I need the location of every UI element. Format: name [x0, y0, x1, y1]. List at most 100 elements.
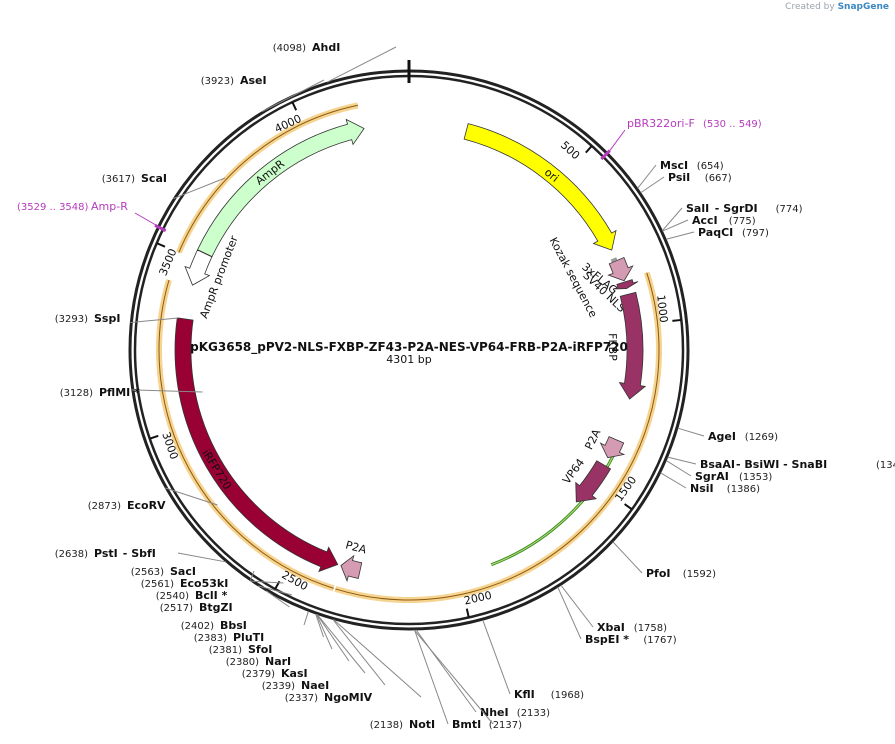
feature-kozak — [610, 257, 618, 263]
enzyme-name-17: NaeI — [301, 679, 329, 692]
enzymes-group: MscI(654)PsiI(667) SalI - SgrDI(774)AccI (… — [55, 41, 895, 731]
enzyme-pos-32: (3923) — [201, 76, 234, 87]
snapgene-logo: SnapGene — [837, 2, 889, 12]
enzyme-name-26: SacI — [170, 565, 196, 578]
enzyme-pos-15: (2138) — [370, 720, 403, 731]
enzyme-paqci: PaqCI (797) — [666, 226, 769, 240]
primer-range-ampr_primer: (3529 .. 3548) — [17, 202, 89, 213]
enzyme-leader-11 — [557, 586, 582, 640]
primer-range-pbr322ori: (530 .. 549) — [703, 119, 762, 130]
primers-group: pBR322ori-F(530 .. 549)(3529 .. 3548)Amp… — [17, 117, 762, 232]
enzyme-name-11: BspEI * — [585, 633, 629, 646]
enzyme-name-2: SalI — [686, 202, 709, 215]
tick-label-1000: 1000 — [654, 294, 670, 323]
enzyme-pos-3: (775) — [729, 216, 756, 227]
enzyme-sali: SalI - SgrDI(774) — [661, 202, 803, 232]
enzyme-name-21: PluTI — [233, 631, 264, 644]
enzyme-psii: PsiI(667) — [640, 171, 732, 194]
enzyme-sgrai: SgrAI(1353) — [665, 460, 772, 483]
enzyme-leader-3 — [662, 219, 689, 232]
enzyme-leader-8 — [660, 472, 687, 489]
enzyme-pos-10: (1758) — [634, 623, 667, 634]
enzyme-leader-30 — [130, 317, 179, 324]
enzyme-pos-18: (2379) — [242, 669, 275, 680]
enzyme-pos-23: (2517) — [160, 603, 193, 614]
feature-sv40nls — [612, 279, 639, 290]
feature-ori — [463, 123, 617, 251]
tick-1000 — [672, 318, 682, 322]
enzyme-nhei: NheI (2133) — [415, 629, 550, 719]
enzyme-pos-24: (2540) — [156, 591, 189, 602]
enzyme-pfoi: PfoI(1592) — [612, 541, 716, 580]
primer-leader-ampr_primer — [134, 212, 166, 232]
enzyme-nsii: NsiI(1386) — [660, 472, 760, 495]
enzyme-pos-4: (797) — [742, 228, 769, 239]
enzyme-pos-9: (1592) — [683, 569, 716, 580]
enzyme-name-14: BmtI — [452, 718, 481, 731]
enzyme-pos-13: (2133) — [517, 708, 550, 719]
enzyme-noti: (2138)NotI — [370, 629, 494, 731]
enzyme-pos-17: (2339) — [262, 681, 295, 692]
enzyme-pos-27: (2638) — [55, 549, 88, 560]
enzyme-name2-6: - BsiWI - SnaBI — [736, 458, 827, 471]
enzyme-pos-16: (2337) — [285, 693, 318, 704]
enzyme-naei: (2339) NaeI — [262, 619, 386, 692]
enzyme-name-13: NheI — [480, 706, 509, 719]
orf-arc-line-2 — [178, 104, 358, 253]
enzyme-leader-24 — [258, 585, 293, 596]
enzyme-acci: AccI (775) — [662, 214, 756, 232]
enzyme-name-28: EcoRV — [127, 499, 166, 512]
enzyme-name-10: XbaI — [597, 621, 625, 634]
enzyme-pluti: (2383) PluTI — [194, 613, 324, 644]
enzyme-leader-18 — [316, 614, 366, 674]
primer-name-ampr_primer: Amp-R — [91, 200, 128, 213]
enzyme-leader-15 — [413, 629, 494, 725]
enzyme-bmti: BmtI(2137) — [414, 629, 522, 731]
plasmid-size: 4301 bp — [386, 353, 431, 366]
tick-label-3000: 3000 — [159, 430, 180, 461]
enzyme-leader-13 — [415, 629, 477, 713]
enzyme-saci: (2563) SacI — [131, 565, 255, 581]
enzyme-name-5: AgeI — [708, 430, 736, 443]
feature-p2a_2 — [340, 554, 363, 583]
enzyme-kfli: KflI(1968) — [482, 619, 584, 701]
enzyme-name-4: PaqCI — [698, 226, 733, 239]
enzyme-pos-20: (2381) — [209, 645, 242, 656]
enzyme-pos-0: (654) — [697, 161, 724, 172]
enzyme-name-18: KasI — [281, 667, 308, 680]
enzyme-leader-5 — [677, 427, 705, 437]
enzyme-pos-22: (2402) — [181, 621, 214, 632]
feature-label-fkbp: FKBP — [606, 333, 619, 361]
enzyme-pos-29: (3128) — [60, 388, 93, 399]
enzyme-name-20: SfoI — [248, 643, 272, 656]
enzyme-msci: MscI(654) — [637, 159, 724, 189]
tick-label-500: 500 — [558, 139, 582, 163]
enzyme-name-24: BclI * — [195, 589, 228, 602]
enzyme-name-7: SgrAI — [695, 470, 729, 483]
feature-ampr_promoter — [184, 249, 213, 286]
enzyme-name-3: AccI — [692, 214, 718, 227]
enzyme-leader-7 — [665, 460, 692, 477]
enzyme-name-6: BsaAI — [700, 458, 735, 471]
enzyme-name-30: SspI — [94, 312, 120, 325]
enzyme-leader-23 — [265, 590, 290, 608]
enzyme-ahdi: (4098)AhdI — [273, 41, 397, 83]
enzyme-name-33: AhdI — [312, 41, 340, 54]
enzyme-pos-11: (1767) — [643, 635, 676, 646]
credit-prefix: Created by — [785, 2, 835, 12]
enzyme-name-32: AseI — [240, 74, 267, 87]
credit-watermark: Created by SnapGene — [785, 2, 889, 12]
enzyme-leader-1 — [640, 176, 665, 194]
enzyme-leader-14 — [414, 629, 449, 725]
enzyme-pos-1: (667) — [705, 173, 732, 184]
plasmid-name: pKG3658_pPV2-NLS-FXBP-ZF43-P2A-NES-VP64-… — [190, 340, 628, 355]
tick-label-3500: 3500 — [157, 247, 180, 278]
enzyme-sfoi: (2381) SfoI — [209, 614, 333, 656]
enzyme-name2-27: - SbfI — [123, 547, 156, 560]
enzyme-name-16: NgoMIV — [324, 691, 373, 704]
enzyme-leader-21 — [315, 613, 324, 638]
enzyme-pos-19: (2380) — [226, 657, 259, 668]
enzyme-name-29: PflMI * — [99, 386, 140, 399]
enzyme-pos-26: (2563) — [131, 567, 164, 578]
enzyme-pos-21: (2383) — [194, 633, 227, 644]
